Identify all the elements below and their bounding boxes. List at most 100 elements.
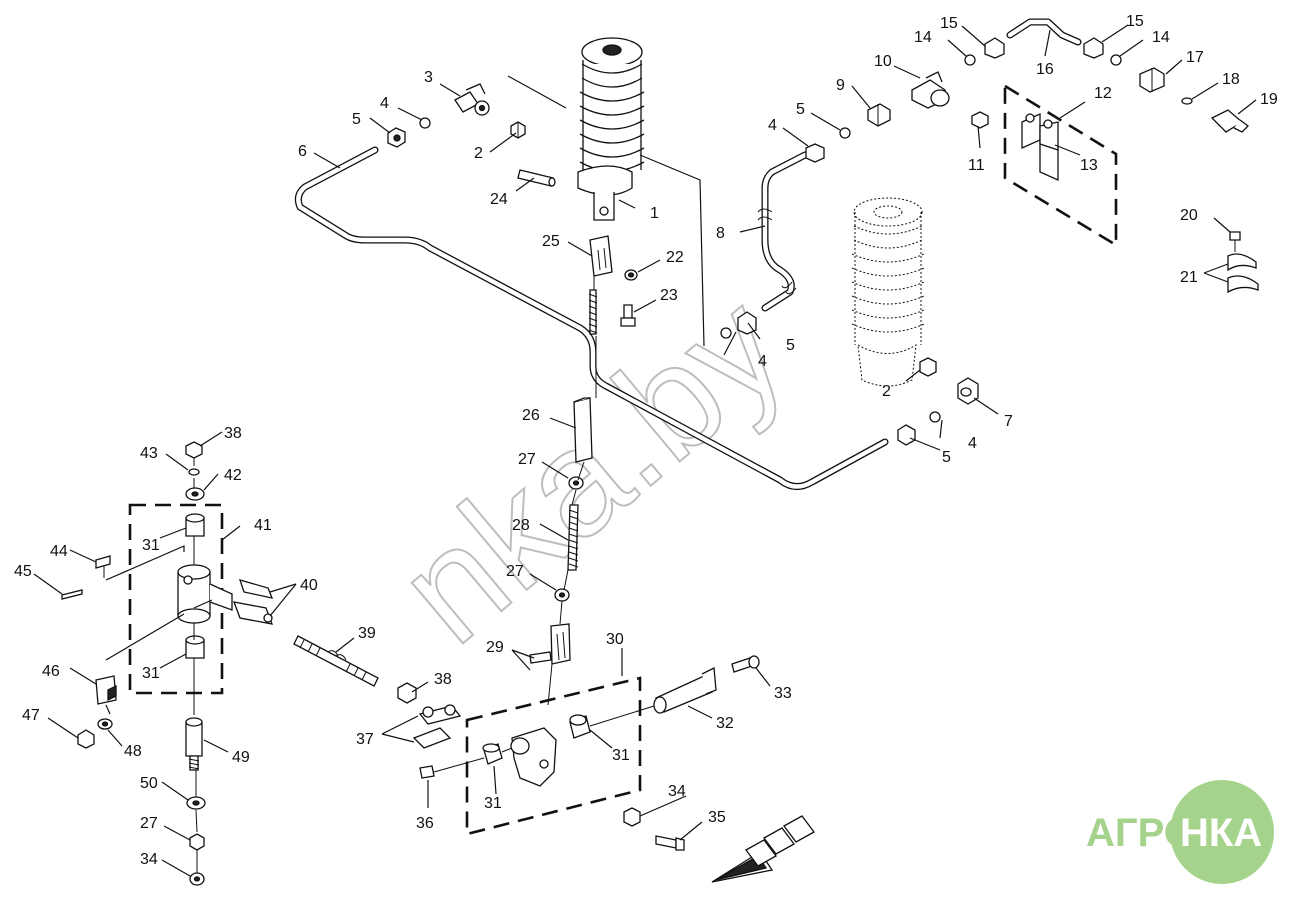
olive-4-tl bbox=[419, 117, 431, 129]
callout-30: 30 bbox=[606, 631, 624, 648]
callout-14-b: 14 bbox=[1152, 29, 1170, 46]
callout-31-a: 31 bbox=[142, 537, 160, 554]
callout-11: 11 bbox=[968, 157, 985, 174]
callout-35: 35 bbox=[708, 809, 726, 826]
nut-2-r bbox=[919, 357, 937, 377]
olive-14-r bbox=[1110, 54, 1122, 66]
callout-24: 24 bbox=[490, 191, 508, 208]
callout-39: 39 bbox=[358, 625, 376, 642]
stud-49 bbox=[185, 717, 203, 771]
tube-6 bbox=[294, 146, 889, 490]
callout-32: 32 bbox=[716, 715, 734, 732]
bolt-35 bbox=[655, 835, 685, 851]
tee-fitting-3 bbox=[454, 83, 490, 116]
direction-arrow bbox=[711, 815, 815, 883]
leader-lines bbox=[33, 24, 1257, 877]
callout-12: 12 bbox=[1094, 85, 1112, 102]
logo-circle bbox=[1170, 780, 1274, 884]
clevis-29 bbox=[529, 623, 571, 665]
fitting-9 bbox=[867, 103, 891, 127]
grease-nipple-36 bbox=[419, 765, 435, 779]
washer-48 bbox=[97, 718, 113, 730]
spring-ghost bbox=[851, 197, 925, 387]
callout-29: 29 bbox=[486, 639, 504, 656]
callout-8: 8 bbox=[716, 225, 725, 242]
callout-46: 46 bbox=[42, 663, 60, 680]
callout-22: 22 bbox=[666, 249, 684, 266]
callout-3: 3 bbox=[424, 69, 433, 86]
callout-31-d: 31 bbox=[612, 747, 630, 764]
nut-5-tl bbox=[387, 127, 406, 148]
callouts: 1 2 2 3 4 4 4 4 5 5 5 5 6 7 8 9 10 11 12… bbox=[14, 13, 1278, 868]
callout-4-d: 4 bbox=[968, 435, 977, 452]
elbow-7 bbox=[957, 377, 979, 405]
callout-21: 21 bbox=[1180, 269, 1198, 286]
group-box-12 bbox=[1003, 83, 1118, 248]
callout-4-b: 4 bbox=[768, 117, 777, 134]
spring-1 bbox=[577, 37, 645, 221]
nut-15-l bbox=[984, 37, 1005, 59]
nut-27-l bbox=[189, 833, 205, 851]
washer-22 bbox=[624, 269, 638, 281]
callout-19: 19 bbox=[1260, 91, 1278, 108]
nut-34-l bbox=[189, 872, 205, 886]
callout-14-a: 14 bbox=[914, 29, 932, 46]
callout-23: 23 bbox=[660, 287, 678, 304]
callout-4-a: 4 bbox=[380, 95, 389, 112]
callout-18: 18 bbox=[1222, 71, 1240, 88]
callout-16: 16 bbox=[1036, 61, 1054, 78]
nut-5-r bbox=[897, 424, 916, 446]
axis-line-30 bbox=[433, 705, 655, 773]
nut-4-tr bbox=[805, 143, 825, 163]
bracket-40 bbox=[232, 579, 274, 625]
callout-15-b: 15 bbox=[1126, 13, 1144, 30]
bushing-31-r bbox=[569, 714, 591, 739]
callout-36: 36 bbox=[416, 815, 434, 832]
callout-4-c: 4 bbox=[758, 353, 767, 370]
callout-17: 17 bbox=[1186, 49, 1204, 66]
callout-5-a: 5 bbox=[352, 111, 361, 128]
tube-16 bbox=[1006, 18, 1082, 46]
washer-42 bbox=[185, 487, 205, 501]
callout-7: 7 bbox=[1004, 413, 1013, 430]
logo-right-text: НКА bbox=[1180, 811, 1262, 855]
tube-8 bbox=[757, 151, 809, 312]
callout-9: 9 bbox=[836, 77, 845, 94]
callout-26: 26 bbox=[522, 407, 540, 424]
callout-38-a: 38 bbox=[224, 425, 242, 442]
cotter-45 bbox=[61, 589, 83, 600]
bolt-23 bbox=[620, 304, 636, 327]
callout-33: 33 bbox=[774, 685, 792, 702]
screw-20 bbox=[1229, 231, 1241, 252]
callout-20: 20 bbox=[1180, 207, 1198, 224]
callout-28: 28 bbox=[512, 517, 530, 534]
olive-5-tr bbox=[839, 127, 851, 139]
washer-43 bbox=[188, 468, 200, 476]
callout-27-b: 27 bbox=[506, 563, 524, 580]
clamp-46 bbox=[95, 675, 117, 705]
nut-47 bbox=[77, 729, 95, 749]
callout-5-d: 5 bbox=[942, 449, 951, 466]
callout-2-a: 2 bbox=[474, 145, 483, 162]
agronka-logo: АГРО НКА bbox=[1086, 780, 1274, 884]
clip-21 bbox=[1227, 253, 1259, 294]
group-box-30 bbox=[465, 676, 642, 836]
olive-4-r bbox=[929, 411, 941, 423]
housing-41 bbox=[177, 564, 233, 624]
nut-38-l bbox=[185, 441, 203, 459]
callout-1: 1 bbox=[650, 205, 659, 222]
callout-38-b: 38 bbox=[434, 671, 452, 688]
pin-24 bbox=[517, 169, 556, 187]
bolt-33 bbox=[731, 655, 760, 673]
callout-40: 40 bbox=[300, 577, 318, 594]
logo-left-text: АГРО bbox=[1086, 811, 1195, 855]
nut-38-m bbox=[397, 682, 417, 704]
bushing-31-l bbox=[482, 743, 503, 765]
callout-34-a: 34 bbox=[668, 783, 686, 800]
callout-43: 43 bbox=[140, 445, 158, 462]
callout-34-b: 34 bbox=[140, 851, 158, 868]
callout-47: 47 bbox=[22, 707, 40, 724]
callout-42: 42 bbox=[224, 467, 242, 484]
olive-4-mid bbox=[720, 327, 732, 339]
callout-31-c: 31 bbox=[484, 795, 502, 812]
